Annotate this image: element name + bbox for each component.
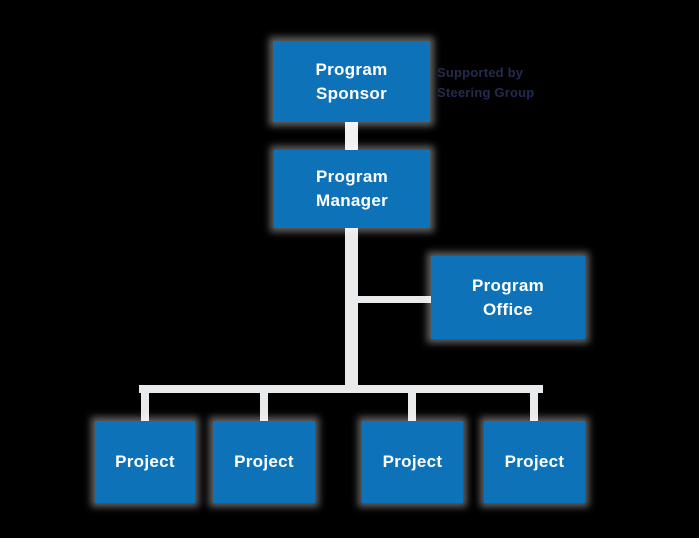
connector-drop-project-3 (408, 390, 416, 424)
node-project-4: Project (484, 421, 585, 503)
node-project-2: Project (213, 421, 315, 503)
annotation-line-2: Steering Group (437, 85, 535, 100)
connector-sponsor-to-manager (345, 116, 358, 154)
connector-drop-project-1 (141, 390, 149, 424)
node-project-3: Project (362, 421, 463, 503)
node-label: Project (234, 452, 294, 471)
node-program-office: Program Office (431, 256, 585, 339)
node-label: Program Manager (315, 167, 388, 210)
annotation-line-1: Supported by (437, 65, 524, 80)
node-project-1: Project (95, 421, 195, 503)
node-label: Project (115, 452, 175, 471)
node-label: Project (382, 452, 443, 471)
connector-projects-horizontal-line (139, 385, 543, 393)
steering-group-annotation: Supported by Steering Group (437, 63, 534, 103)
node-label: Program Sponsor (315, 59, 388, 103)
connector-branch-to-office (352, 296, 435, 303)
node-program-manager: Program Manager (274, 150, 430, 228)
node-label: Program Office (471, 275, 544, 319)
connector-manager-trunk (345, 224, 358, 393)
node-label: Project (504, 452, 565, 471)
connector-drop-project-2 (260, 390, 268, 424)
connector-drop-project-4 (530, 390, 538, 424)
node-program-sponsor: Program Sponsor (273, 41, 430, 122)
